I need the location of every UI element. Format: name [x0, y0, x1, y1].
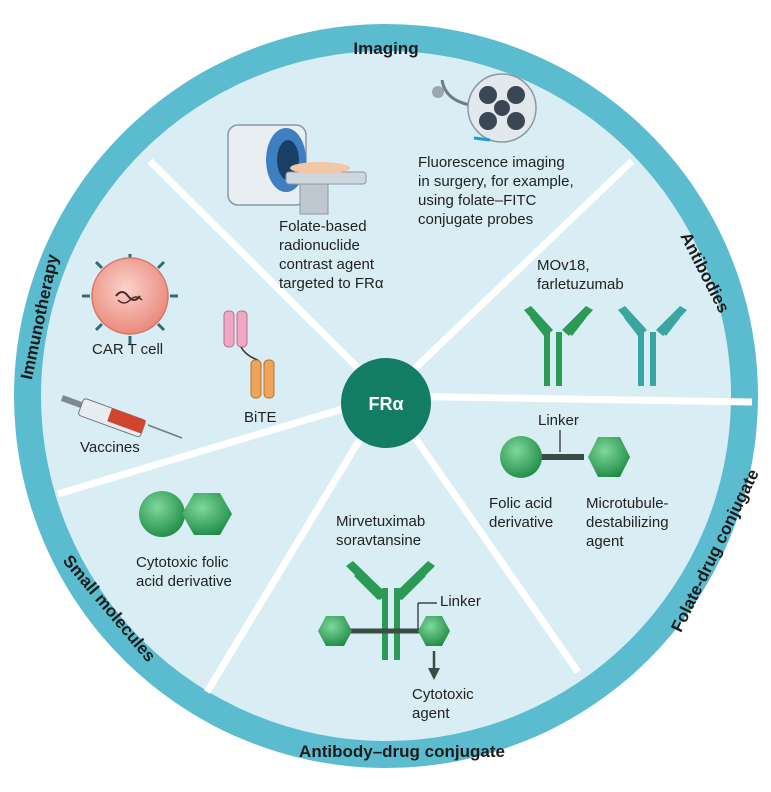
microtubule-agent-label: Microtubule- destabilizing agent — [586, 495, 673, 550]
cytotoxic-folic-label: Cytotoxic folic acid derivative — [136, 554, 233, 590]
antibody-icon-green — [524, 306, 593, 386]
linker-adc-label: Linker — [440, 593, 481, 610]
bite-label: BiTE — [244, 409, 277, 426]
linker-fdc-label: Linker — [538, 412, 579, 429]
sector-antibody-drug-conjugate-label: Antibody–drug conjugate — [299, 742, 505, 761]
adc-payload-icon — [318, 616, 450, 646]
adc-antibody-icon — [346, 561, 435, 660]
folic-acid-derivative-label: Folic acid derivative — [489, 495, 557, 531]
cytotoxic-agent-label: Cytotoxic agent — [412, 686, 478, 722]
bite-icon — [223, 310, 275, 399]
adc-name-label: Mirvetuximab soravtansine — [336, 513, 429, 549]
center-circle — [341, 358, 431, 448]
antibody-icon-teal — [618, 306, 687, 386]
fluorescence-imaging-label: Fluorescence imaging in surgery, for exa… — [418, 154, 578, 228]
center-label: FRα — [368, 394, 403, 414]
antibodies-label: MOv18, farletuzumab — [537, 257, 624, 293]
car-t-cell-icon — [82, 254, 178, 344]
small-molecule-icon — [139, 491, 232, 537]
sector-imaging-label: Imaging — [353, 39, 418, 58]
folate-drug-conjugate-icon — [500, 436, 630, 478]
cleavage-arrow-icon — [428, 651, 440, 680]
vaccines-label: Vaccines — [80, 439, 140, 456]
syringe-icon — [60, 395, 183, 439]
sector-dividers — [56, 158, 753, 694]
car-t-cell-label: CAR T cell — [92, 341, 163, 358]
folate-contrast-label: Folate-based radionuclide contrast agent… — [279, 218, 384, 292]
surgical-light-icon — [432, 73, 537, 143]
mri-scanner-icon — [227, 124, 367, 215]
